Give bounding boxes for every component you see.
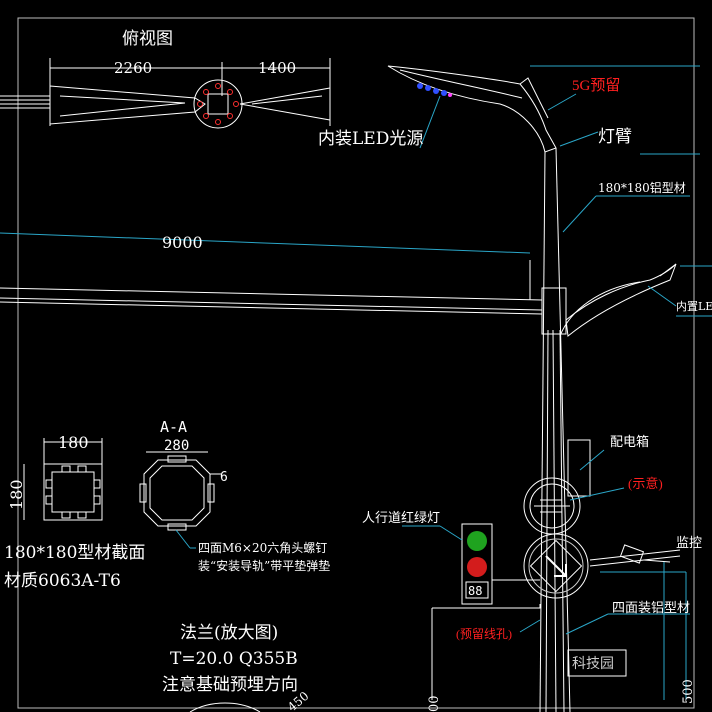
led-dot [417, 83, 423, 89]
dim-6: 6 [220, 470, 228, 485]
section-aa: A-A 280 6 四面M6×20六角头螺钉 装“安装导轨”带平垫弹垫 [139, 418, 330, 573]
lower-labels: (预留线孔) 四面装铝型材 科技园 00 500 450 [189, 601, 696, 712]
dim-2260: 2260 [114, 59, 152, 77]
dim-180-h: 180 [58, 433, 89, 452]
flange-notes: 法兰(放大图) T=20.0 Q355B 注意基础预埋方向 [162, 623, 298, 695]
lower-lamp-arm: 内置LEI [559, 263, 712, 337]
top-arm-left [49, 85, 206, 125]
top-view-title: 俯视图 [122, 29, 173, 49]
label-5g-reserved: 5G预留 [572, 77, 620, 94]
label-four-side-profile: 四面装铝型材 [612, 601, 690, 616]
drawing-frame [17, 17, 695, 709]
note-bolts-1: 四面M6×20六角头螺钉 [198, 541, 327, 555]
section-title-2: 材质6063A-T6 [4, 571, 121, 591]
distribution-box-group: 配电箱 [567, 434, 649, 497]
note-bolts-2: 装“安装导轨”带平垫弹垫 [198, 558, 330, 573]
main-pole: 180*180铝型材 [529, 147, 690, 712]
label-distribution-box: 配电箱 [610, 434, 649, 450]
top-arm-right [239, 87, 331, 121]
monitor-group: 监控 [600, 536, 702, 700]
label-schematic: (示意) [628, 476, 663, 491]
label-profile: 180*180铝型材 [598, 180, 686, 195]
section-aa-title: A-A [160, 418, 187, 436]
camera-icon [619, 544, 645, 564]
top-view: 俯视图 2260 1400 [0, 29, 331, 129]
section-title-1: 180*180型材截面 [4, 543, 145, 563]
dim-9000: 9000 [162, 233, 203, 252]
upper-lamp-arm: 5G预留 灯臂 内装LED光源 [318, 65, 700, 155]
red-light-icon [467, 557, 487, 577]
profile-section-small: 180 180 [7, 433, 103, 521]
green-light-icon [467, 531, 487, 551]
distribution-box [567, 439, 591, 497]
top-view-hub [193, 79, 243, 129]
dim-500: 500 [681, 679, 696, 704]
label-reserved-hole: (预留线孔) [456, 627, 512, 641]
flange-title: 法兰(放大图) [180, 623, 278, 643]
label-led-source: 内装LED光源 [318, 129, 423, 149]
dim-00: 00 [427, 695, 442, 712]
pole-connector [541, 287, 567, 335]
section-captions: 180*180型材截面 材质6063A-T6 [4, 543, 145, 591]
direction-sign-disk [523, 533, 589, 599]
label-lamp-arm: 灯臂 [598, 127, 632, 147]
countdown-display: 88 [468, 584, 482, 598]
flange-note: 注意基础预埋方向 [162, 675, 298, 695]
dim-180-v: 180 [7, 479, 26, 510]
dim-280: 280 [164, 438, 189, 454]
label-monitor: 监控 [676, 536, 702, 551]
profile-outline [43, 463, 103, 521]
flange-spec: T=20.0 Q355B [170, 649, 298, 669]
octagon-section [143, 459, 211, 527]
label-pedestrian-light: 人行道红绿灯 [362, 510, 440, 526]
traffic-light-housing [461, 523, 493, 605]
label-led-source-2: 内置LEI [676, 299, 712, 313]
horizontal-arm: 9000 [0, 232, 543, 315]
dim-1400: 1400 [258, 59, 296, 77]
label-science-park: 科技园 [572, 655, 614, 671]
science-park-sign [567, 649, 627, 677]
arrow-sign-icon [529, 539, 583, 593]
pedestrian-light-group: 88 人行道红绿灯 [362, 510, 540, 605]
